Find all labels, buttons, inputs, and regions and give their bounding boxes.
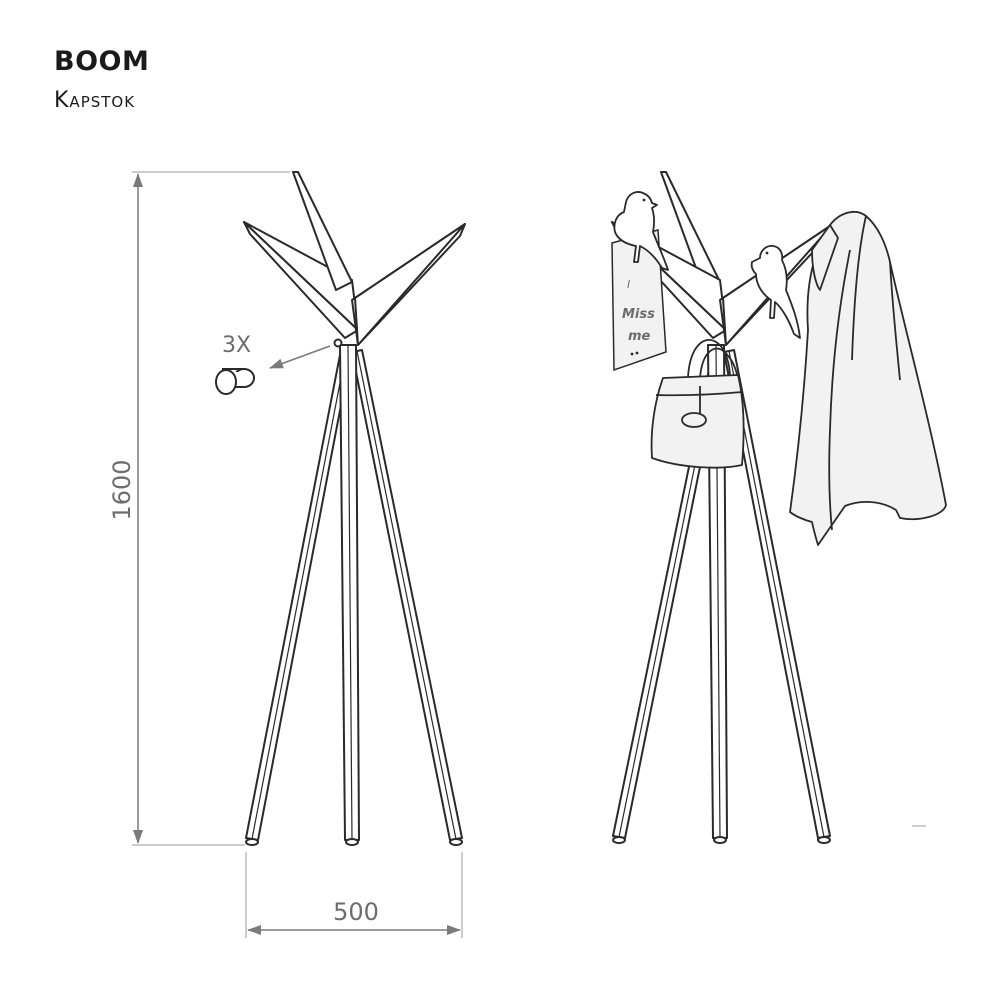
- note-line-2: Miss: [622, 307, 655, 322]
- note-card: I Miss me: [611, 229, 667, 372]
- branch-right-fold: [354, 223, 466, 346]
- hook-mount: [333, 338, 343, 348]
- coat-stand-plain: [243, 171, 466, 846]
- bird-figure-right: [750, 245, 801, 339]
- hook-count-label: 3X: [222, 333, 251, 358]
- bird-figure-left: [613, 191, 669, 271]
- width-label: 500: [333, 898, 379, 926]
- product-subtitle: Kapstok: [54, 88, 136, 113]
- handbag-figure: [650, 339, 745, 469]
- height-label: 1600: [108, 459, 136, 520]
- height-dimension: 1600: [108, 171, 290, 846]
- hook-knob-icon: [215, 368, 255, 395]
- coat-figure: [789, 211, 947, 546]
- width-dimension: 500: [245, 852, 463, 938]
- note-line-3: me: [628, 329, 651, 344]
- product-title: BOOM: [54, 46, 150, 77]
- hook-detail: 3X: [215, 333, 331, 395]
- note-line-1: I: [627, 278, 630, 291]
- branch-center: [292, 171, 353, 291]
